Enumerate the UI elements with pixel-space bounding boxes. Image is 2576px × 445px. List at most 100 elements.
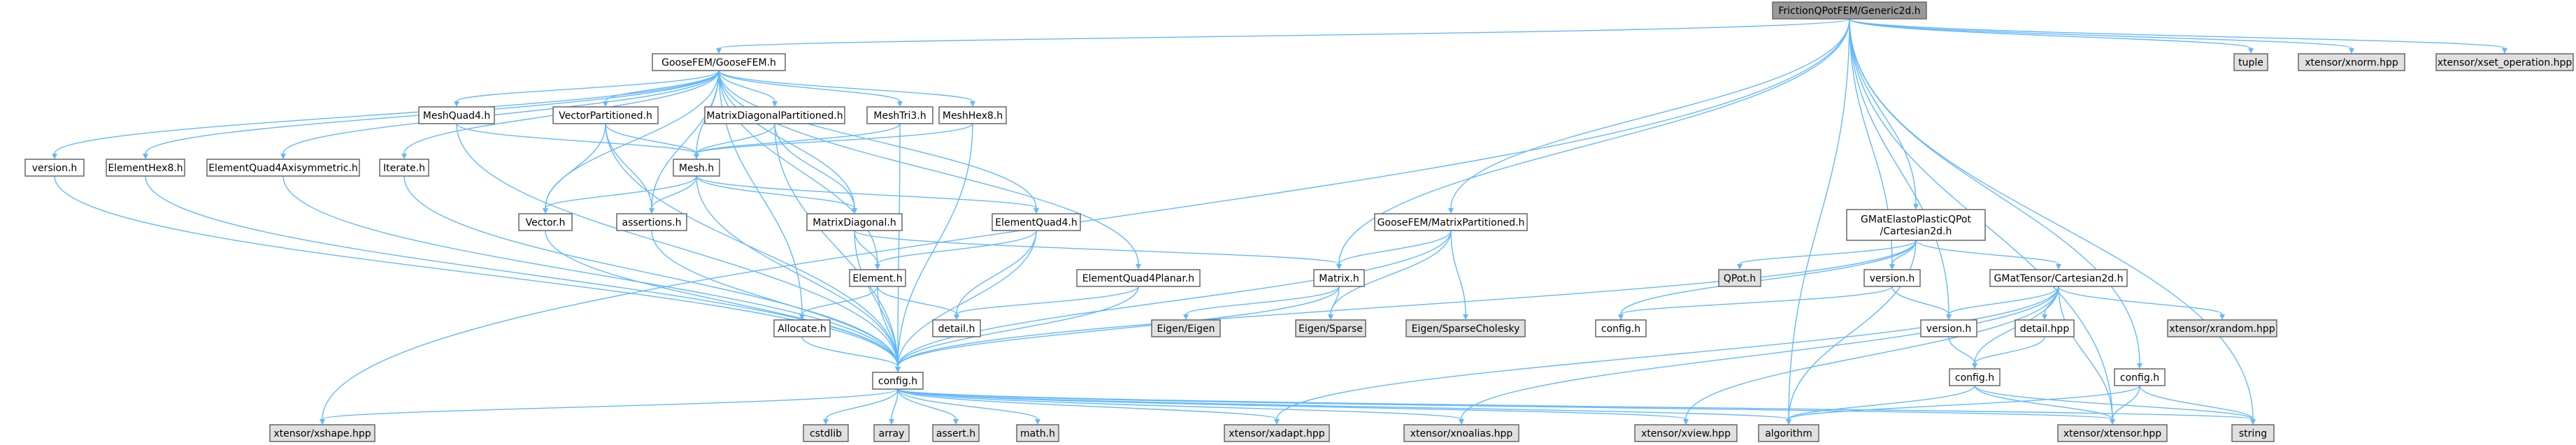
edge-confighl-to-mathh — [897, 388, 1040, 425]
node-label: version.h — [1870, 273, 1915, 284]
node-xsetop[interactable]: xtensor/xset_operation.hpp — [2435, 53, 2574, 71]
node-label: Eigen/SparseCholesky — [1412, 323, 1520, 335]
edge-matpart-to-eigenchol — [1450, 230, 1468, 320]
node-version3[interactable]: version.h — [1920, 319, 1977, 337]
edge-gmattens-to-xview — [1683, 286, 2059, 425]
node-label: version.h — [32, 163, 78, 174]
node-element[interactable]: Element.h — [849, 269, 906, 287]
node-label: GMatElastoPlasticQPot — [1861, 214, 1971, 226]
node-label: Iterate.h — [383, 163, 425, 174]
node-label: MeshQuad4.h — [423, 110, 490, 122]
node-xshape[interactable]: xtensor/xshape.hpp — [269, 424, 375, 442]
node-version2[interactable]: version.h — [1863, 269, 1921, 287]
edge-gmattens-to-version3 — [1946, 286, 2059, 320]
node-eigenchol[interactable]: Eigen/SparseCholesky — [1405, 319, 1526, 337]
edge-root-to-matpart — [1448, 18, 1850, 214]
node-string[interactable]: string — [2231, 424, 2275, 442]
node-gmattens[interactable]: GMatTensor/Cartesian2d.h — [1989, 269, 2128, 287]
node-root[interactable]: FrictionQPotFEM/Generic2d.h — [1772, 1, 1927, 20]
node-label: Eigen/Eigen — [1157, 323, 1215, 335]
node-cstdlib[interactable]: cstdlib — [803, 424, 849, 442]
node-meshhex8[interactable]: MeshHex8.h — [938, 106, 1007, 124]
node-matrix[interactable]: Matrix.h — [1313, 269, 1365, 287]
edge-root-to-goosefem — [716, 18, 1850, 54]
node-matdiag[interactable]: MatrixDiagonal.h — [806, 213, 903, 231]
node-mdpart[interactable]: MatrixDiagonalPartitioned.h — [704, 106, 845, 124]
node-tuple[interactable]: tuple — [2233, 53, 2268, 71]
node-config4[interactable]: config.h — [2114, 368, 2166, 386]
node-qpot[interactable]: QPot.h — [1718, 269, 1761, 287]
edge-goosefem-to-elemq4p — [718, 70, 1141, 270]
edge-version1-to-confighl — [54, 175, 901, 372]
node-gmatqpot[interactable]: GMatElastoPlasticQPot/Cartesian2d.h — [1846, 209, 1986, 241]
node-label: xtensor/xset_operation.hpp — [2438, 57, 2573, 68]
edge-mesh-to-assertions — [649, 175, 697, 214]
edge-mesh-to-elemq4 — [696, 175, 1039, 214]
edges-layer — [52, 18, 2507, 425]
node-label: config.h — [1955, 372, 1994, 384]
node-label: xtensor/xview.hpp — [1641, 428, 1731, 439]
edge-goosefem-to-vector — [543, 70, 720, 214]
node-xtensor[interactable]: xtensor/xtensor.hpp — [2057, 424, 2168, 442]
node-eigensp[interactable]: Eigen/Sparse — [1295, 319, 1366, 337]
node-assertions[interactable]: assertions.h — [616, 213, 687, 231]
edge-root-to-algorithm — [1786, 18, 1850, 425]
node-goosefem[interactable]: GooseFEM/GooseFEM.h — [652, 53, 786, 71]
node-mesh[interactable]: Mesh.h — [673, 159, 720, 177]
edge-goosefem-to-element — [718, 70, 880, 270]
edge-meshquad4-to-mesh — [456, 123, 699, 159]
node-label: MatrixDiagonal.h — [813, 217, 896, 228]
node-meshquad4[interactable]: MeshQuad4.h — [418, 106, 495, 124]
node-config2[interactable]: config.h — [1595, 319, 1647, 337]
edge-vecpart-to-assertions — [605, 123, 654, 214]
node-detailhpp[interactable]: detail.hpp — [2015, 319, 2075, 337]
node-eigen[interactable]: Eigen/Eigen — [1151, 319, 1221, 337]
edge-gmatqpot-to-confighl — [895, 240, 1917, 372]
node-confighl[interactable]: config.h — [872, 372, 924, 390]
edge-matrix-to-eigensp — [1328, 286, 1340, 320]
edge-root-to-config4 — [1849, 18, 2142, 369]
node-vector[interactable]: Vector.h — [518, 213, 573, 231]
node-label: xtensor/xnoalias.hpp — [1410, 428, 1513, 439]
edge-element-to-detail1 — [877, 286, 959, 320]
node-array[interactable]: array — [873, 424, 910, 442]
edge-config4-to-algorithm — [1786, 385, 2140, 425]
edge-version2-to-version3 — [1891, 286, 1952, 320]
node-asserth[interactable]: assert.h — [932, 424, 980, 442]
node-algorithm[interactable]: algorithm — [1758, 424, 1819, 442]
edge-gmatqpot-to-algorithm — [1786, 240, 1917, 425]
node-label: MeshTri3.h — [873, 110, 926, 122]
node-iterate[interactable]: Iterate.h — [379, 159, 429, 177]
node-elemhex8[interactable]: ElementHex8.h — [106, 159, 185, 177]
node-elemq4axi[interactable]: ElementQuad4Axisymmetric.h — [206, 159, 360, 177]
node-mathh[interactable]: math.h — [1016, 424, 1059, 442]
node-xnoalias[interactable]: xtensor/xnoalias.hpp — [1403, 424, 1519, 442]
edge-root-to-xnorm — [1849, 18, 2354, 54]
edge-confighl-to-xadapt — [897, 388, 1280, 425]
edge-confighl-to-string — [897, 388, 2256, 425]
node-label: Allocate.h — [778, 323, 827, 335]
node-elemq4[interactable]: ElementQuad4.h — [992, 213, 1081, 231]
node-xview[interactable]: xtensor/xview.hpp — [1634, 424, 1738, 442]
node-label: Vector.h — [526, 217, 566, 228]
node-label: /Cartesian2d.h — [1880, 226, 1952, 238]
node-label: FrictionQPotFEM/Generic2d.h — [1778, 6, 1920, 17]
node-label: xtensor/xrandom.hpp — [2169, 323, 2275, 335]
node-version1[interactable]: version.h — [24, 159, 85, 177]
node-label: version.h — [1926, 323, 1972, 335]
node-allocate[interactable]: Allocate.h — [773, 319, 831, 337]
node-label: xtensor/xnorm.hpp — [2305, 57, 2398, 68]
edge-goosefem-to-vecpart — [603, 70, 720, 107]
edge-matrix-to-eigen — [1183, 286, 1340, 320]
node-config3[interactable]: config.h — [1949, 368, 2001, 386]
node-xrandom[interactable]: xtensor/xrandom.hpp — [2167, 319, 2277, 337]
node-xnorm[interactable]: xtensor/xnorm.hpp — [2298, 53, 2405, 71]
node-meshtri3[interactable]: MeshTri3.h — [866, 106, 933, 124]
node-elemq4p[interactable]: ElementQuad4Planar.h — [1076, 269, 1201, 287]
node-detail1[interactable]: detail.h — [932, 319, 981, 337]
edge-gmattens-to-detailhpp — [2042, 286, 2059, 320]
node-vecpart[interactable]: VectorPartitioned.h — [552, 106, 659, 124]
node-label: GooseFEM/MatrixPartitioned.h — [1378, 217, 1525, 228]
node-matpart[interactable]: GooseFEM/MatrixPartitioned.h — [1374, 213, 1528, 231]
node-xadapt[interactable]: xtensor/xadapt.hpp — [1224, 424, 1330, 442]
